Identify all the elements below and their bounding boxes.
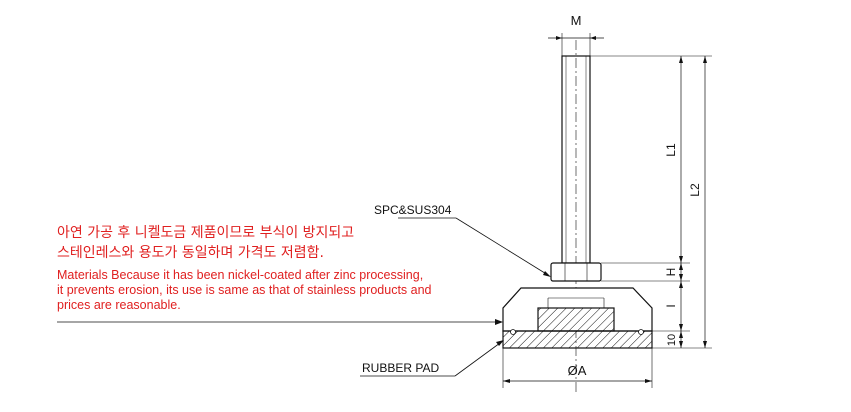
rubber-pad-label: RUBBER PAD: [362, 361, 439, 375]
hex-nut: [550, 262, 602, 282]
dim-l1-label: L1: [664, 143, 678, 157]
leader-rubber-pad: [454, 342, 501, 377]
note-english-line-2: it prevents erosion, its use is same as …: [57, 283, 432, 297]
rubber-pad: [502, 330, 653, 349]
ball-socket: [537, 307, 615, 332]
note-english-line-3: prices are reasonable.: [57, 298, 181, 312]
dim-diameter-label: ØA: [568, 363, 587, 378]
dim-m-label: M: [571, 13, 582, 28]
dim-pad-label: 10: [666, 334, 678, 346]
material-label: SPC&SUS304: [374, 203, 452, 217]
note-english-line-1: Materials Because it has been nickel-coa…: [57, 268, 424, 282]
dim-l2-label: L2: [688, 183, 702, 197]
note-korean-line-1: 아연 가공 후 니켈도금 제품이므로 부식이 방지되고: [57, 225, 355, 241]
note-korean-line-2: 스테인레스와 용도가 동일하며 가격도 저렴함.: [57, 245, 324, 261]
dim-i-label: I: [664, 304, 678, 307]
leader-material: [455, 217, 549, 276]
dim-h-label: H: [664, 268, 678, 277]
